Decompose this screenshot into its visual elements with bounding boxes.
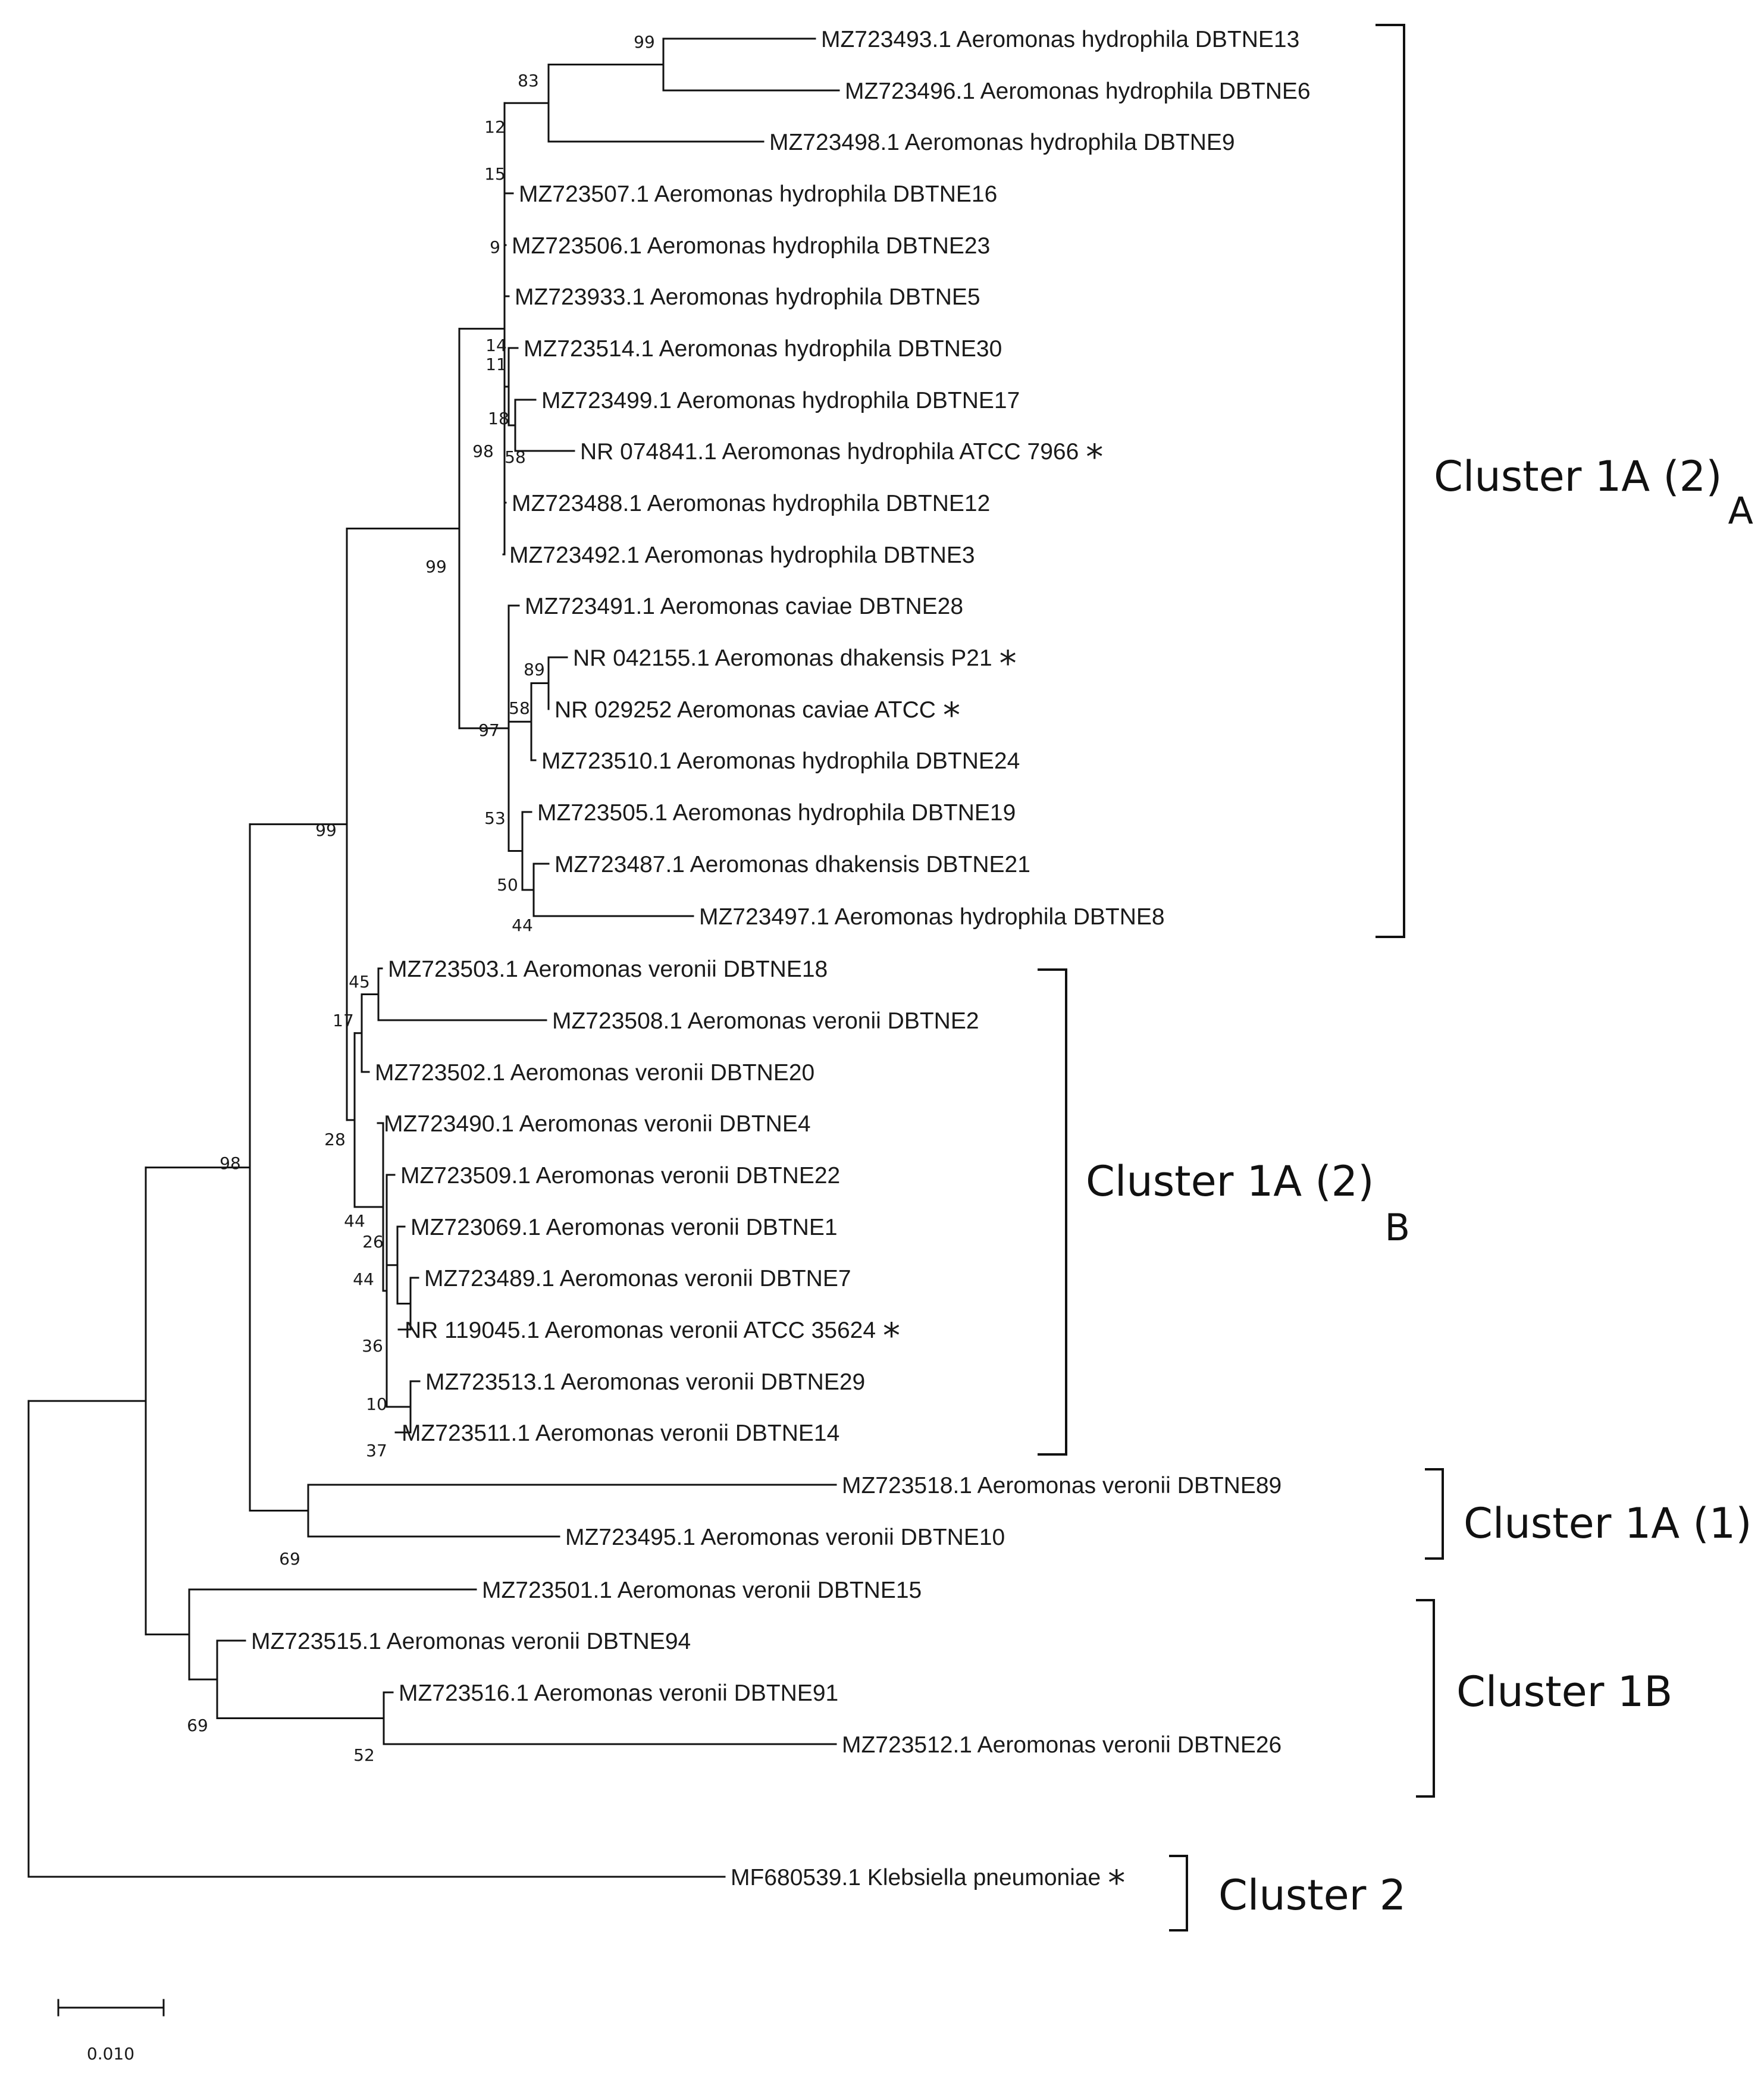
bootstrap-value: 44 [353, 1269, 374, 1289]
leaf-label: MZ723499.1 Aeromonas hydrophila DBTNE17 [541, 388, 1020, 413]
leaf-label: MZ723490.1 Aeromonas veronii DBTNE4 [384, 1111, 811, 1137]
scale-bar-label: 0.010 [87, 2044, 134, 2064]
cluster-label: Cluster 1A (2) [1434, 452, 1722, 501]
bootstrap-value: 58 [505, 447, 526, 467]
leaf-label: MZ723511.1 Aeromonas veronii DBTNE14 [402, 1421, 839, 1446]
leaf-label: MZ723498.1 Aeromonas hydrophila DBTNE9 [769, 130, 1235, 155]
bootstrap-value: 52 [353, 1745, 375, 1765]
bootstrap-value: 10 [366, 1394, 387, 1414]
bootstrap-value: 45 [349, 972, 370, 992]
reference-strain-marker: * [1086, 437, 1103, 477]
leaf-label: MZ723492.1 Aeromonas hydrophila DBTNE3 [509, 543, 975, 568]
leaf-label: MZ723507.1 Aeromonas hydrophila DBTNE16 [519, 181, 997, 207]
bootstrap-value: 99 [315, 820, 337, 840]
bootstrap-value: 99 [425, 557, 447, 576]
leaf-label: MZ723491.1 Aeromonas caviae DBTNE28 [525, 594, 963, 619]
bootstrap-value: 44 [344, 1211, 365, 1231]
bootstrap-value: 83 [518, 71, 539, 90]
leaf-label: MZ723518.1 Aeromonas veronii DBTNE89 [842, 1473, 1282, 1498]
leaf-label: MZ723933.1 Aeromonas hydrophila DBTNE5 [515, 284, 980, 310]
leaf-label: MZ723488.1 Aeromonas hydrophila DBTNE12 [512, 491, 990, 516]
cluster-bracket [1376, 24, 1405, 938]
leaf-label: MZ723501.1 Aeromonas veronii DBTNE15 [482, 1578, 922, 1603]
cluster-bracket [1425, 1468, 1444, 1560]
bootstrap-value: 18 [488, 409, 509, 428]
leaf-label: MZ723515.1 Aeromonas veronii DBTNE94 [251, 1629, 691, 1654]
bootstrap-value: 9 [490, 237, 500, 257]
leaf-label: NR 074841.1 Aeromonas hydrophila ATCC 79… [580, 439, 1079, 465]
tree-branches [27, 37, 840, 1878]
scale-bar: 0.010 [57, 1999, 165, 2064]
bootstrap-value: 53 [484, 808, 506, 828]
leaf-label: MZ723509.1 Aeromonas veronii DBTNE22 [400, 1163, 840, 1189]
bootstrap-value: 69 [187, 1716, 208, 1735]
bootstrap-value: 17 [333, 1011, 354, 1030]
cluster-label: Cluster 1B [1456, 1667, 1672, 1716]
bootstrap-value: 11 [485, 355, 507, 374]
leaf-label: MZ723495.1 Aeromonas veronii DBTNE10 [565, 1525, 1005, 1550]
cluster-label: Cluster 1A (1) [1464, 1499, 1752, 1548]
leaf-label: NR 029252 Aeromonas caviae ATCC [554, 697, 936, 723]
cluster-bracket [1038, 968, 1067, 1456]
bootstrap-value: 50 [497, 875, 518, 895]
leaf-label: MZ723497.1 Aeromonas hydrophila DBTNE8 [699, 904, 1165, 930]
bootstrap-value: 37 [366, 1441, 387, 1460]
leaf-label: MZ723505.1 Aeromonas hydrophila DBTNE19 [537, 800, 1016, 826]
leaf-label: MZ723513.1 Aeromonas veronii DBTNE29 [425, 1369, 865, 1395]
reference-strain-marker: * [1000, 643, 1017, 683]
leaf-label: NR 119045.1 Aeromonas veronii ATCC 35624 [405, 1318, 876, 1343]
reference-strain-marker: * [883, 1315, 900, 1356]
bootstrap-value: 15 [484, 164, 506, 184]
leaf-label: MZ723512.1 Aeromonas veronii DBTNE26 [842, 1732, 1282, 1758]
bootstrap-value: 14 [485, 335, 507, 355]
bootstrap-value: 12 [484, 117, 506, 137]
bootstrap-value: 44 [512, 915, 533, 935]
leaf-label: MZ723508.1 Aeromonas veronii DBTNE2 [552, 1008, 979, 1034]
leaf-label: MZ723510.1 Aeromonas hydrophila DBTNE24 [541, 748, 1020, 774]
bootstrap-value: 89 [524, 660, 545, 679]
cluster-sublabel: B [1385, 1206, 1411, 1249]
reference-strain-marker: * [943, 695, 960, 735]
leaf-label: MZ723489.1 Aeromonas veronii DBTNE7 [424, 1266, 851, 1291]
leaf-label: MZ723516.1 Aeromonas veronii DBTNE91 [399, 1680, 838, 1706]
cluster-bracket [1416, 1599, 1435, 1798]
cluster-bracket [1169, 1855, 1188, 1932]
bootstrap-value: 28 [324, 1130, 346, 1149]
bootstrap-value: 98 [220, 1153, 241, 1173]
cluster-label: Cluster 1A (2) [1086, 1157, 1374, 1206]
leaf-label: MZ723487.1 Aeromonas dhakensis DBTNE21 [554, 852, 1030, 877]
leaf-label: MZ723503.1 Aeromonas veronii DBTNE18 [388, 957, 828, 982]
reference-strain-marker: * [1108, 1862, 1125, 1903]
leaf-label: NR 042155.1 Aeromonas dhakensis P21 [573, 645, 992, 671]
bootstrap-value: 58 [509, 698, 530, 718]
bootstrap-value: 69 [279, 1549, 300, 1569]
cluster-label: Cluster 2 [1218, 1871, 1406, 1920]
leaf-label: MZ723069.1 Aeromonas veronii DBTNE1 [411, 1215, 838, 1240]
leaf-label: MF680539.1 Klebsiella pneumoniae [731, 1865, 1101, 1890]
leaf-label: MZ723496.1 Aeromonas hydrophila DBTNE6 [845, 79, 1311, 104]
bootstrap-value: 98 [472, 441, 494, 461]
leaf-label: MZ723506.1 Aeromonas hydrophila DBTNE23 [512, 233, 990, 259]
bootstrap-value: 36 [362, 1336, 383, 1356]
cluster-sublabel: A [1728, 489, 1753, 532]
leaf-label: MZ723514.1 Aeromonas hydrophila DBTNE30 [524, 336, 1002, 362]
leaf-label: MZ723502.1 Aeromonas veronii DBTNE20 [375, 1060, 814, 1086]
leaf-label: MZ723493.1 Aeromonas hydrophila DBTNE13 [821, 27, 1299, 52]
bootstrap-value: 26 [362, 1232, 384, 1252]
bootstrap-value: 99 [634, 32, 655, 52]
leaf-labels: MZ723493.1 Aeromonas hydrophila DBTNE13M… [251, 27, 1311, 1903]
bootstrap-value: 97 [478, 720, 500, 740]
